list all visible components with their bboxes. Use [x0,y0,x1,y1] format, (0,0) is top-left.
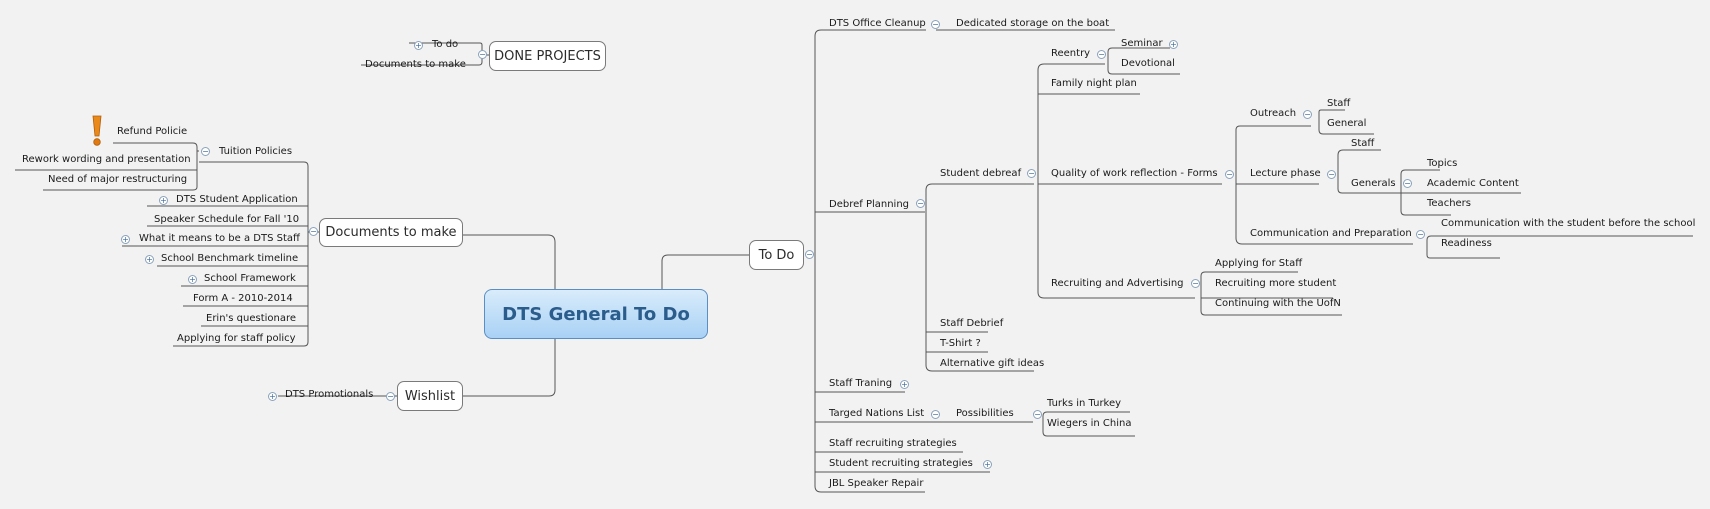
minus-circle-icon[interactable]: − [386,392,395,401]
minus-circle-icon[interactable]: − [1303,110,1312,119]
quality-label[interactable]: Quality of work reflection - Forms [1051,168,1218,179]
minus-circle-icon[interactable]: − [1027,169,1036,178]
documents-to-make-label: Documents to make [325,225,457,240]
minus-circle-icon[interactable]: − [1327,170,1336,179]
rework-label[interactable]: Rework wording and presentation [22,154,191,165]
wiegers-china-label[interactable]: Wiegers in China [1047,418,1132,429]
refund-policie-label[interactable]: Refund Policie [117,126,188,137]
benchmark-label[interactable]: School Benchmark timeline [161,253,299,264]
dts-promotionals-label[interactable]: DTS Promotionals [285,389,374,400]
central-topic-label: DTS General To Do [502,303,690,325]
staff-debrief-label[interactable]: Staff Debrief [940,318,1004,329]
family-night-label[interactable]: Family night plan [1051,78,1137,89]
minus-circle-icon[interactable]: − [805,250,814,259]
minus-circle-icon[interactable]: − [1033,410,1042,419]
possibilities-label[interactable]: Possibilities [956,408,1014,419]
communication-preparation-label[interactable]: Communication and Preparation [1250,228,1412,239]
done-projects-label: DONE PROJECTS [494,48,601,64]
plus-circle-icon[interactable]: + [145,255,154,264]
wishlist-label: Wishlist [404,388,456,404]
outreach-label[interactable]: Outreach [1250,108,1297,119]
erins-questionare-label[interactable]: Erin's questionare [206,313,297,324]
lecture-phase-label[interactable]: Lecture phase [1250,168,1321,179]
done-documents-label[interactable]: Documents to make [365,59,466,70]
dts-staff-label[interactable]: What it means to be a DTS Staff [139,233,300,244]
form-a-label[interactable]: Form A - 2010-2014 [193,293,293,304]
minus-circle-icon[interactable]: − [478,50,487,59]
reentry-label[interactable]: Reentry [1051,48,1091,59]
plus-circle-icon[interactable]: + [900,380,909,389]
office-cleanup-label[interactable]: DTS Office Cleanup [829,18,926,29]
tshirt-label[interactable]: T-Shirt ? [940,338,981,349]
plus-circle-icon[interactable]: + [188,275,197,284]
wishlist-node[interactable]: Wishlist [397,381,463,411]
student-debreaf-label[interactable]: Student debreaf [940,168,1022,179]
readiness-label[interactable]: Readiness [1441,238,1492,249]
staff-traning-label[interactable]: Staff Traning [829,378,893,389]
minus-circle-icon[interactable]: − [916,199,925,208]
dedicated-storage-label[interactable]: Dedicated storage on the boat [956,18,1110,29]
turks-turkey-label[interactable]: Turks in Turkey [1047,398,1122,409]
minus-circle-icon[interactable]: − [1097,50,1106,59]
outreach-staff-label[interactable]: Staff [1327,98,1351,109]
plus-circle-icon[interactable]: + [268,392,277,401]
plus-circle-icon[interactable]: + [414,41,423,50]
done-projects-node[interactable]: DONE PROJECTS [489,41,606,71]
academic-content-label[interactable]: Academic Content [1427,178,1519,189]
plus-circle-icon[interactable]: + [1169,40,1178,49]
dts-student-application-label[interactable]: DTS Student Application [176,194,298,205]
outreach-general-label[interactable]: General [1327,118,1367,129]
recruiting-advertising-label[interactable]: Recruiting and Advertising [1051,278,1184,289]
restructuring-label[interactable]: Need of major restructuring [48,174,188,185]
school-framework-label[interactable]: School Framework [204,273,296,284]
seminar-label[interactable]: Seminar [1121,38,1163,49]
minus-circle-icon[interactable]: − [931,20,940,29]
minus-circle-icon[interactable]: − [201,147,210,156]
staff-recruiting-strategies-label[interactable]: Staff recruiting strategies [829,438,957,449]
minus-circle-icon[interactable]: − [1191,279,1200,288]
speaker-schedule-label[interactable]: Speaker Schedule for Fall '10 [154,214,300,225]
continuing-uofn-label[interactable]: Continuing with the UofN [1215,298,1341,309]
minus-circle-icon[interactable]: − [309,227,318,236]
applying-staff-label[interactable]: Applying for Staff [1215,258,1303,269]
communication-student-label[interactable]: Communication with the student before th… [1441,218,1696,229]
gift-ideas-label[interactable]: Alternative gift ideas [940,358,1045,369]
done-todo-label[interactable]: To do [432,39,459,50]
devotional-label[interactable]: Devotional [1121,58,1175,69]
to-do-node[interactable]: To Do [749,240,804,270]
staff-policy-label[interactable]: Applying for staff policy [177,333,296,344]
lecture-staff-label[interactable]: Staff [1351,138,1375,149]
jbl-speaker-label[interactable]: JBL Speaker Repair [829,478,924,489]
student-recruiting-strategies-label[interactable]: Student recruiting strategies [829,458,973,469]
debref-planning-label[interactable]: Debref Planning [829,199,910,210]
targed-nations-label[interactable]: Targed Nations List [829,408,925,419]
plus-circle-icon[interactable]: + [159,196,168,205]
central-topic[interactable]: DTS General To Do [484,289,708,339]
documents-to-make-node[interactable]: Documents to make [319,218,463,247]
plus-circle-icon[interactable]: + [983,460,992,469]
exclamation-icon [92,115,102,146]
tuition-policies-label[interactable]: Tuition Policies [219,146,293,157]
minus-circle-icon[interactable]: − [1403,179,1412,188]
plus-circle-icon[interactable]: + [121,235,130,244]
recruiting-more-label[interactable]: Recruiting more student [1215,278,1337,289]
to-do-label: To Do [758,247,795,263]
topics-label[interactable]: Topics [1427,158,1458,169]
minus-circle-icon[interactable]: − [931,410,940,419]
generals-label[interactable]: Generals [1351,178,1396,189]
minus-circle-icon[interactable]: − [1416,230,1425,239]
teachers-label[interactable]: Teachers [1427,198,1471,209]
minus-circle-icon[interactable]: − [1225,170,1234,179]
